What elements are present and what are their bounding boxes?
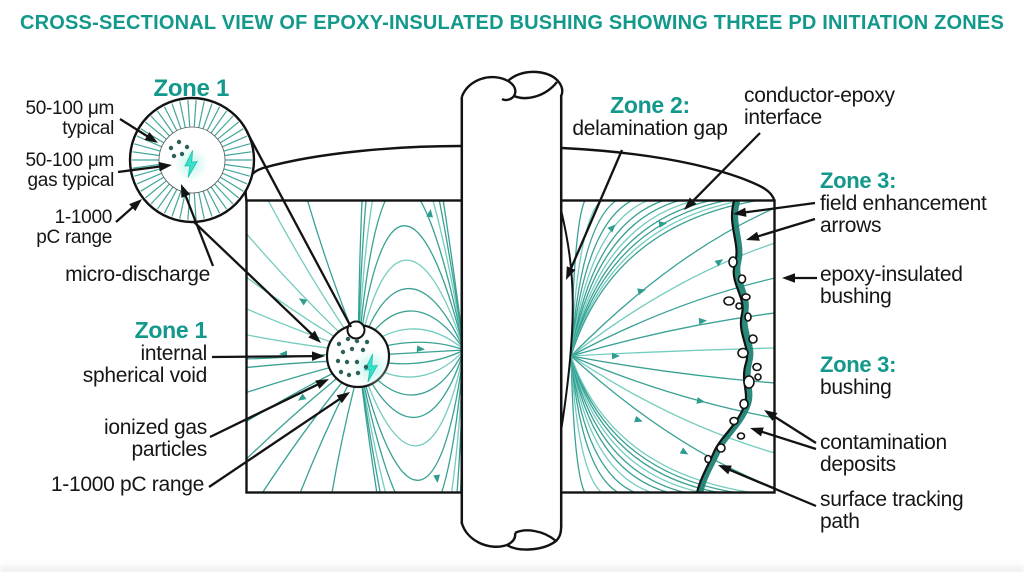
label-internal: internal — [140, 341, 208, 365]
label-contamination: contamination deposits — [820, 431, 947, 477]
label-void-size-line2: typical — [62, 118, 114, 140]
zone1-inset-heading: Zone 1 — [153, 75, 229, 102]
label-surface-tracking-line2: path — [820, 510, 860, 534]
label-ionized-gas-line1: ionized gas — [104, 416, 207, 439]
label-ionized-gas-line2: particles — [131, 438, 208, 462]
page-title: CROSS-SECTIONAL VIEW OF EPOXY-INSULATED … — [19, 12, 1005, 34]
label-gas-size-line2: gas typical — [27, 170, 115, 192]
label-zone3-bushing: Zone 3: bushing — [820, 353, 896, 399]
label-charge-range-inset-line2: pC range — [36, 227, 112, 249]
label-void-size-line1: 50-100 μm — [25, 98, 114, 119]
label-zone3-field: Zone 3: field enhancement arrows — [820, 169, 987, 237]
label-epoxy-bushing-line2: bushing — [820, 285, 892, 309]
label-spherical-void: spherical void — [82, 364, 208, 388]
label-conductor-epoxy-line2: interface — [744, 106, 822, 130]
label-field-enhancement: field enhancement — [820, 191, 987, 215]
zone3-bushing-heading: Zone 3: — [820, 352, 897, 377]
label-zone1-main: Zone 1 internal spherical void — [82, 317, 208, 388]
label-micro-discharge: micro-discharge — [65, 263, 210, 286]
label-epoxy-bushing-line1: epoxy-insulated — [820, 263, 963, 286]
zone1-main-heading: Zone 1 — [134, 317, 208, 343]
label-arrows: arrows — [820, 214, 882, 237]
label-surface-tracking: surface tracking path — [820, 488, 964, 534]
label-epoxy-bushing: epoxy-insulated bushing — [820, 263, 963, 309]
label-surface-tracking-line1: surface tracking — [820, 488, 964, 511]
label-bushing: bushing — [820, 375, 892, 399]
label-delamination-gap: delamination gap — [572, 116, 728, 140]
label-contamination-line1: contamination — [820, 431, 947, 454]
zone3-field-heading: Zone 3: — [820, 168, 897, 193]
label-conductor-epoxy-line1: conductor-epoxy — [744, 84, 895, 107]
label-zone2: Zone 2: delamination gap — [560, 93, 740, 140]
label-contamination-line2: deposits — [820, 453, 896, 477]
label-conductor-epoxy: conductor-epoxy interface — [744, 84, 895, 130]
label-gas-size: 50-100 μm gas typical — [25, 150, 115, 192]
label-charge-range-inset-line1: 1-1000 — [54, 207, 113, 228]
label-ionized-gas: ionized gas particles — [104, 416, 208, 462]
label-charge-range-main: 1-1000 pC range — [50, 473, 204, 496]
zone2-heading: Zone 2: — [610, 92, 690, 118]
label-charge-range-inset: 1-1000 pC range — [36, 207, 113, 249]
bottom-artifact — [0, 563, 1024, 572]
label-gas-size-line1: 50-100 μm — [25, 150, 114, 171]
label-void-size: 50-100 μm typical — [25, 98, 114, 140]
